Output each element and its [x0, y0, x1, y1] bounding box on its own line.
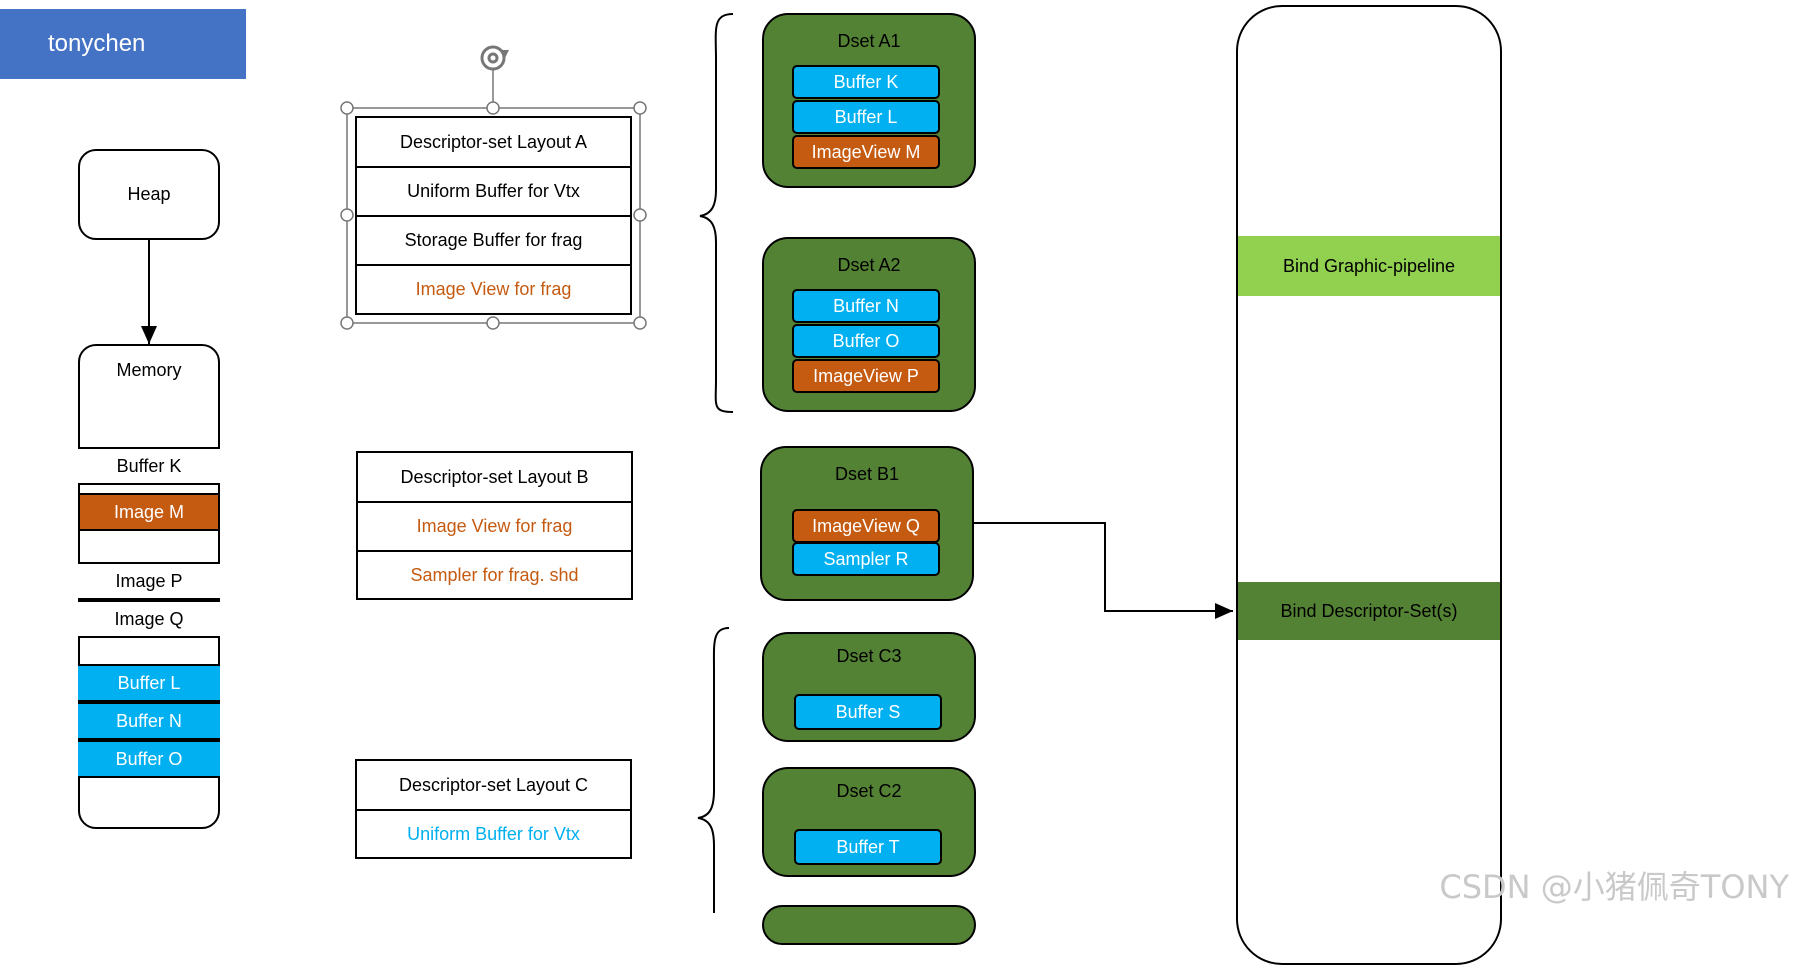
memory-row: Buffer L — [78, 664, 220, 702]
layout-a-binding: Image View for frag — [415, 279, 572, 299]
dset-c3-title: Dset C3 — [836, 646, 902, 666]
dset-a1-item: Buffer K — [792, 65, 940, 99]
dset-b1-title: Dset B1 — [834, 464, 900, 484]
layout-a-binding: Uniform Buffer for Vtx — [357, 168, 630, 217]
dset-c2: Dset C2 Buffer T — [762, 767, 976, 877]
memory-title: Memory — [116, 360, 182, 380]
memory-row: Buffer K — [78, 447, 220, 485]
dset-c2-item: Buffer T — [794, 829, 942, 865]
author-label: tonychen — [0, 9, 246, 79]
dset-c2-title: Dset C2 — [836, 781, 902, 801]
dset-a1-title: Dset A1 — [837, 31, 901, 51]
descriptor-set-layout-c: Descriptor-set Layout C Uniform Buffer f… — [355, 759, 632, 859]
memory-row: Buffer N — [78, 702, 220, 740]
memory-row: Image P — [78, 562, 220, 600]
memory-row: Image Q — [78, 600, 220, 638]
layout-c-binding: Uniform Buffer for Vtx — [407, 823, 580, 844]
layout-b-binding: Image View for frag — [358, 503, 631, 552]
dset-a2-item: Buffer N — [792, 289, 940, 323]
dset-c3-item: Buffer S — [794, 694, 942, 730]
dset-b1-to-bind-arrow — [970, 522, 1233, 619]
dset-a2-item: Buffer O — [792, 324, 940, 358]
memory-row: Buffer O — [78, 740, 220, 778]
rotate-handle-icon — [480, 45, 509, 71]
dset-a1: Dset A1 Buffer K Buffer L ImageView M — [762, 13, 976, 188]
dset-a1-item: ImageView M — [792, 135, 940, 169]
layout-a-binding: Storage Buffer for frag — [357, 217, 630, 266]
descriptor-set-layout-a: Descriptor-set Layout A Uniform Buffer f… — [355, 116, 632, 315]
bind-graphic-pipeline: Bind Graphic-pipeline — [1238, 236, 1500, 296]
layout-b-title: Descriptor-set Layout B — [358, 453, 631, 503]
dset-a1-item: Buffer L — [792, 100, 940, 134]
dset-a2-title: Dset A2 — [837, 255, 901, 275]
dset-a2-item: ImageView P — [792, 359, 940, 393]
bind-descriptor-sets: Bind Descriptor-Set(s) — [1238, 582, 1500, 640]
command-buffer — [1236, 5, 1502, 965]
dset-a2: Dset A2 Buffer N Buffer O ImageView P — [762, 237, 976, 412]
brace-layout-a — [699, 13, 734, 413]
descriptor-set-layout-b: Descriptor-set Layout B Image View for f… — [356, 451, 633, 600]
brace-layout-c — [697, 627, 730, 913]
dset-b1: Dset B1 ImageView Q Sampler R — [760, 446, 974, 601]
watermark: CSDN @小猪佩奇TONY — [1439, 868, 1789, 906]
heap-label: Heap — [127, 184, 171, 204]
heap-box: Heap — [78, 149, 220, 240]
dset-partial — [762, 905, 976, 945]
dset-b1-item: Sampler R — [792, 542, 940, 576]
connector-overlay — [141, 13, 1233, 913]
selection-frame — [340, 70, 647, 330]
dset-b1-item: ImageView Q — [792, 509, 940, 543]
bind-descriptor-sets-label: Bind Descriptor-Set(s) — [1280, 600, 1458, 621]
dset-c3: Dset C3 Buffer S — [762, 632, 976, 742]
layout-a-title: Descriptor-set Layout A — [357, 118, 630, 168]
memory-row: Image M — [78, 493, 220, 531]
bind-graphic-pipeline-label: Bind Graphic-pipeline — [1282, 255, 1456, 276]
layout-c-title: Descriptor-set Layout C — [357, 761, 630, 811]
layout-b-binding: Sampler for frag. shd — [410, 564, 579, 585]
